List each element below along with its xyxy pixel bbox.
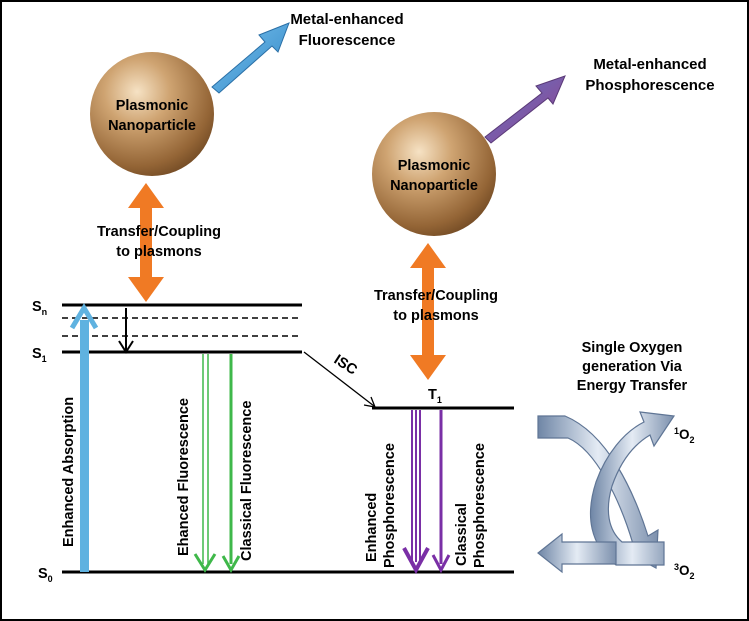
plasmonic-right-label-line1: Plasmonic [398, 158, 471, 174]
plasmonic-nanoparticle-left [90, 52, 214, 176]
state-s1-label: S1 [32, 346, 47, 364]
singlet-oxygen-label-line3: Energy Transfer [577, 378, 688, 394]
classical-fluorescence-arrow [221, 354, 241, 574]
transfer-coupling-right-line1: Transfer/Coupling [374, 288, 498, 304]
plasmonic-nanoparticle-right [372, 112, 496, 236]
classical-phosphorescence-label-line2: Phosphorescence [472, 443, 488, 568]
classical-fluorescence-label: Classical Fluorescence [239, 401, 255, 561]
metal-enhanced-phosphorescence-label-line1: Metal-enhanced [593, 56, 706, 73]
enhanced-absorption-label: Enhanced Absorption [61, 397, 77, 547]
state-sn-label: Sn [32, 299, 47, 317]
enhanced-phosphorescence-arrow [402, 410, 430, 575]
plasmonic-left-label-line1: Plasmonic [116, 98, 189, 114]
state-s0-label: S0 [38, 566, 53, 584]
isc-arrow [303, 351, 377, 408]
transfer-coupling-left-line2: to plasmons [116, 244, 201, 260]
transfer-coupling-right-line2: to plasmons [393, 308, 478, 324]
singlet-oxygen-label-line1: Single Oxygen [582, 340, 683, 356]
enhanced-absorption-arrow [69, 303, 99, 572]
singlet-oxygen-label-line2: generation Via [582, 359, 683, 375]
energy-transfer-curved-arrow-up [537, 411, 676, 574]
triplet-oxygen-symbol: 3O2 [674, 562, 695, 581]
plasmonic-left-label-line2: Nanoparticle [108, 118, 196, 134]
internal-conversion-arrow [118, 308, 134, 354]
coupling-arrow-right [410, 243, 446, 380]
metal-enhanced-fluorescence-label-line2: Fluorescence [299, 32, 396, 49]
enhanced-phosphorescence-label-line2: Phosphorescence [382, 443, 398, 568]
enhanced-fluorescence-label: Ehanced Fluorescence [176, 398, 192, 556]
enhanced-fluorescence-arrow [193, 354, 217, 573]
metal-enhanced-phosphorescence-arrow [484, 75, 566, 144]
metal-enhanced-phosphorescence-label-line2: Phosphorescence [585, 77, 714, 94]
transfer-coupling-left-line1: Transfer/Coupling [97, 224, 221, 240]
energy-levels [62, 303, 514, 574]
plasmonic-right-label-line2: Nanoparticle [390, 178, 478, 194]
singlet-oxygen-symbol: 1O2 [674, 426, 695, 445]
coupling-arrow-left [128, 183, 164, 302]
classical-phosphorescence-arrow [431, 410, 451, 574]
metal-enhanced-fluorescence-label-line1: Metal-enhanced [290, 11, 403, 28]
metal-enhanced-fluorescence-arrow [211, 22, 290, 94]
state-t1-label: T1 [428, 387, 442, 405]
enhanced-phosphorescence-label-line1: Enhanced [364, 493, 380, 562]
classical-phosphorescence-label-line1: Classical [454, 503, 470, 566]
isc-label: ISC [331, 352, 360, 379]
